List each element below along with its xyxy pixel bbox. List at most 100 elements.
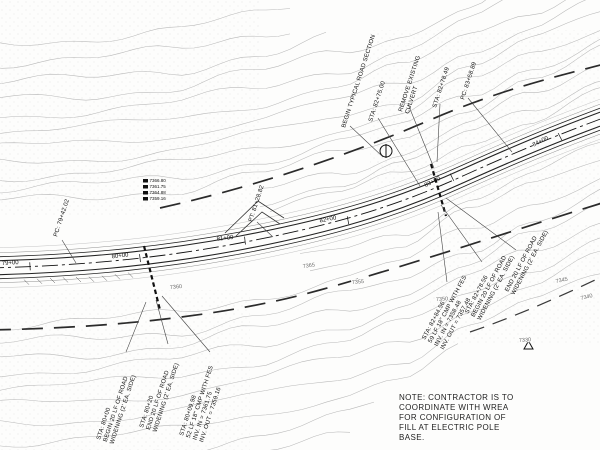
station-label: 80+00 [111, 252, 129, 260]
stipple-region [370, 30, 600, 200]
note-line: BASE. [399, 433, 425, 442]
slope-tick [101, 275, 108, 281]
station-group: 80+00 [111, 252, 141, 263]
note-line: FILL AT ELECTRIC POLE [399, 423, 500, 432]
row-dashed-upper [159, 64, 600, 209]
contour-line [0, 202, 600, 360]
culvert-82-line [429, 163, 448, 217]
contour-label: 7350 [436, 296, 449, 303]
spot-flag-marker [143, 191, 148, 195]
contour-line [0, 32, 327, 84]
station-tick [244, 236, 246, 245]
slope-tick [88, 276, 95, 282]
contour-line [0, 0, 487, 101]
contour-line [269, 431, 351, 450]
contour-line [0, 44, 600, 201]
benchmark-triangle [523, 339, 534, 350]
road-centerline [0, 118, 600, 269]
leader-line [155, 299, 169, 345]
slope-ticks [23, 272, 134, 285]
spot-elevation-text: 7361.75 [150, 184, 167, 189]
contour-label: 7340 [580, 293, 593, 302]
station-group: 79+00 [2, 260, 31, 271]
contour-label: 7360 [170, 284, 183, 291]
station-tick [449, 173, 455, 182]
contour-labels: 7360 7365 7355 7350 7345 7340 7330 [169, 261, 595, 345]
spot-flag-marker [143, 185, 148, 189]
contour-label: 7330 [519, 337, 532, 344]
road-line [0, 129, 600, 280]
slope-tick [127, 272, 134, 278]
slope-tick [114, 274, 121, 280]
contour-line [0, 222, 600, 378]
road-line [0, 103, 600, 253]
spot-flag-marker [143, 179, 148, 183]
spot-elevation-flags: 7366.80 7361.75 7364.88 7359.16 [143, 178, 166, 201]
leader-lines [61, 97, 517, 353]
contour-label: 7355 [352, 279, 365, 286]
contour-line [0, 38, 600, 194]
contour-line [0, 237, 600, 391]
contour-label: 7345 [555, 277, 568, 285]
station-group: 81+00 [216, 235, 246, 245]
contour-line [269, 87, 600, 213]
spot-flag-marker [143, 197, 148, 201]
contour-line [0, 30, 600, 183]
row-limit-lines [0, 64, 600, 333]
contour-line [0, 0, 587, 144]
symbols [379, 144, 534, 350]
contour-label: 7365 [302, 262, 315, 270]
contour-line [259, 64, 600, 189]
note-line: FOR CONFIGURATION OF [399, 413, 506, 422]
road-line [0, 111, 600, 262]
spot-elevation-text: 7364.88 [150, 190, 167, 195]
contour-line [0, 250, 600, 402]
station-tick [346, 216, 350, 225]
contour-line [0, 178, 600, 331]
road-line [0, 98, 600, 248]
leader-line [440, 204, 483, 263]
stipple-region [430, 225, 600, 345]
contour-line [155, 401, 375, 450]
leader-line [407, 103, 435, 169]
leader-line [377, 117, 421, 187]
row-dashed-lower [0, 202, 600, 331]
stipple-region [0, 0, 260, 215]
slope-tick [49, 277, 56, 284]
road-line [0, 138, 600, 288]
slope-tick [36, 278, 43, 284]
wye-line [224, 200, 285, 234]
note-line: NOTE: CONTRACTOR IS TO [399, 393, 514, 402]
contour-line [0, 11, 600, 164]
slope-tick [62, 277, 69, 283]
leader-line [467, 97, 513, 153]
station-label: 81+00 [216, 235, 234, 243]
road-line [0, 107, 600, 258]
leader-line [436, 103, 441, 163]
contour-line [259, 81, 600, 207]
slope-tick [23, 279, 30, 285]
contour-line [0, 343, 459, 448]
contour-line [309, 160, 600, 272]
contractor-note: NOTE: CONTRACTOR IS TO COORDINATE WITH W… [399, 393, 514, 442]
culvert-80-line [142, 245, 162, 311]
note-line: COORDINATE WITH WREA [399, 403, 509, 412]
leader-line [61, 239, 77, 264]
contour-line [0, 273, 600, 426]
road-lines [0, 98, 600, 288]
leader-line [445, 197, 517, 251]
station-tick [29, 262, 31, 271]
station-label: 82+00 [319, 215, 337, 224]
station-tick [557, 132, 563, 141]
spot-elevation-text: 7366.80 [150, 178, 167, 183]
turnout-wye [224, 200, 285, 237]
road-line [0, 125, 600, 276]
contour-line [0, 8, 291, 46]
culverts [142, 163, 448, 311]
wye-line [235, 211, 281, 237]
contour-line [0, 0, 567, 134]
row-dashed-lower-2 [469, 277, 600, 333]
station-group: 82+00 [319, 215, 350, 225]
